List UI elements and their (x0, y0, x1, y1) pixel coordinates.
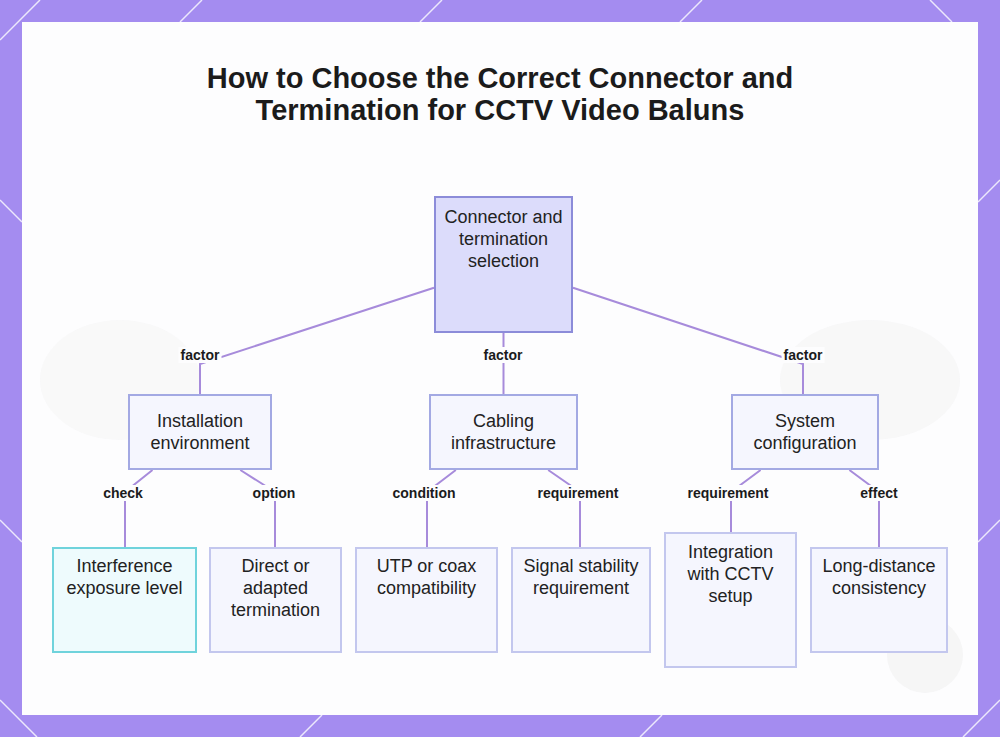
topic-box: System configuration (731, 394, 879, 470)
connector-line (548, 470, 580, 547)
diagram-title: How to Choose the Correct Connector and … (200, 62, 800, 126)
topic-box: Integration with CCTV setup (664, 532, 797, 668)
connector-line (125, 470, 152, 547)
node-text: Installation environment (130, 410, 270, 454)
topic-box: Installation environment (128, 394, 272, 470)
connector-line (731, 470, 761, 532)
connector-line (427, 470, 456, 547)
node-text: Cabling infrastructure (431, 410, 576, 454)
topic-box: Signal stability requirement (511, 547, 651, 653)
edge-label: factor (782, 347, 825, 363)
topic-box: Cabling infrastructure (429, 394, 578, 470)
edge-label: effect (858, 485, 899, 501)
faded-background (40, 320, 963, 693)
connector-line (240, 470, 275, 547)
edge-label: requirement (536, 485, 621, 501)
edge-label: requirement (686, 485, 771, 501)
node-text: System configuration (733, 410, 877, 454)
node-text: Interference exposure level (54, 555, 195, 599)
node-text: Connector and termination selection (436, 206, 571, 272)
edge-label: option (251, 485, 298, 501)
topic-box: Long-distance consistency (810, 547, 948, 653)
node-text: Signal stability requirement (513, 555, 649, 599)
node-text: UTP or coax compatibility (357, 555, 496, 599)
connector-line (503, 333, 504, 394)
node-text: Integration with CCTV setup (666, 541, 795, 607)
connector-line (849, 470, 879, 547)
edge-label: factor (482, 347, 525, 363)
connector-line (573, 288, 803, 394)
node-text: Long-distance consistency (812, 555, 946, 599)
node-text: Direct or adapted termination (211, 555, 340, 621)
connector-line (200, 288, 434, 394)
topic-box: Direct or adapted termination (209, 547, 342, 653)
edge-label: factor (179, 347, 222, 363)
edge-label: check (101, 485, 145, 501)
topic-box: UTP or coax compatibility (355, 547, 498, 653)
topic-box: Interference exposure level (52, 547, 197, 653)
edge-label: condition (391, 485, 458, 501)
root-box: Connector and termination selection (434, 196, 573, 333)
